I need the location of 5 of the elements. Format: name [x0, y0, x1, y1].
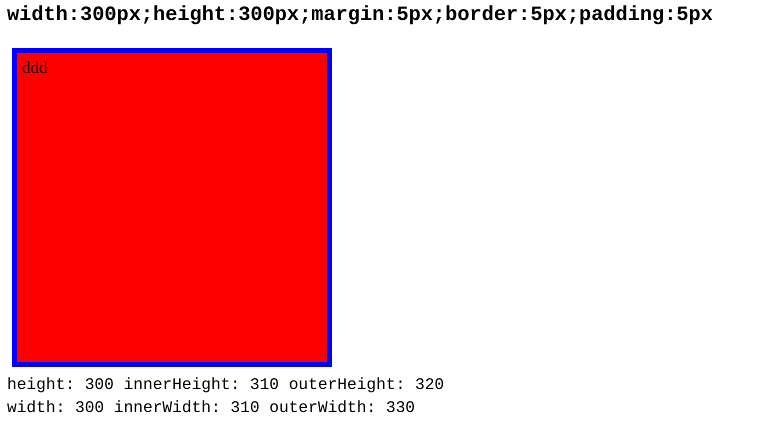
css-rule-heading: width:300px;height:300px;margin:5px;border:5px;padding:5px — [7, 3, 713, 29]
content-box — [12, 48, 332, 367]
box-text: ddd — [22, 58, 48, 78]
dimension-readout: height: 300 innerHeight: 310 outerHeight: 320 — [7, 375, 444, 396]
dimension-readout: width: 300 innerWidth: 310 outerWidth: 330 — [7, 398, 416, 419]
